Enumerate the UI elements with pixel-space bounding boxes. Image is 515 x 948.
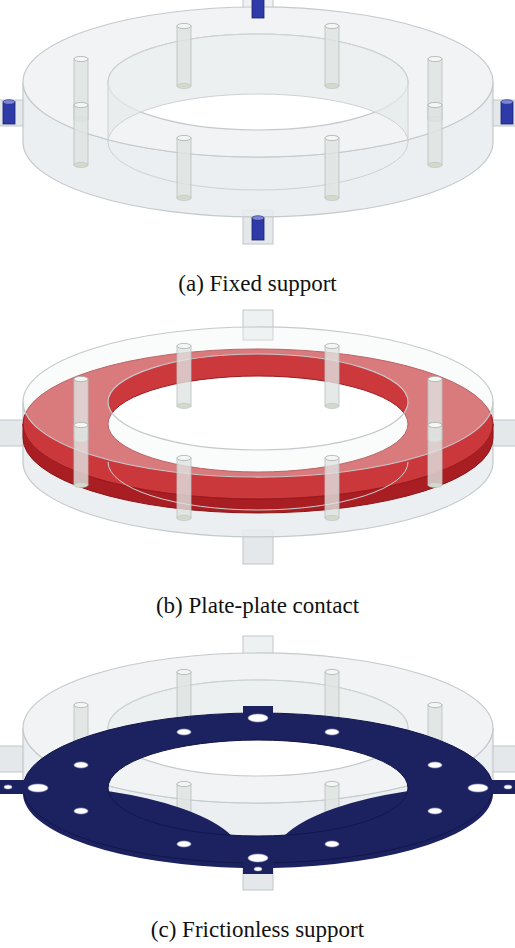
ring-frictionless-support <box>0 636 515 890</box>
ring-plate-contact <box>0 310 515 564</box>
figure-caption: (b) Plate-plate contact <box>0 592 515 620</box>
figure-caption: (c) Frictionless support <box>0 916 515 944</box>
ring-fixed-support <box>0 0 515 244</box>
figure-caption: (a) Fixed support <box>0 270 515 298</box>
